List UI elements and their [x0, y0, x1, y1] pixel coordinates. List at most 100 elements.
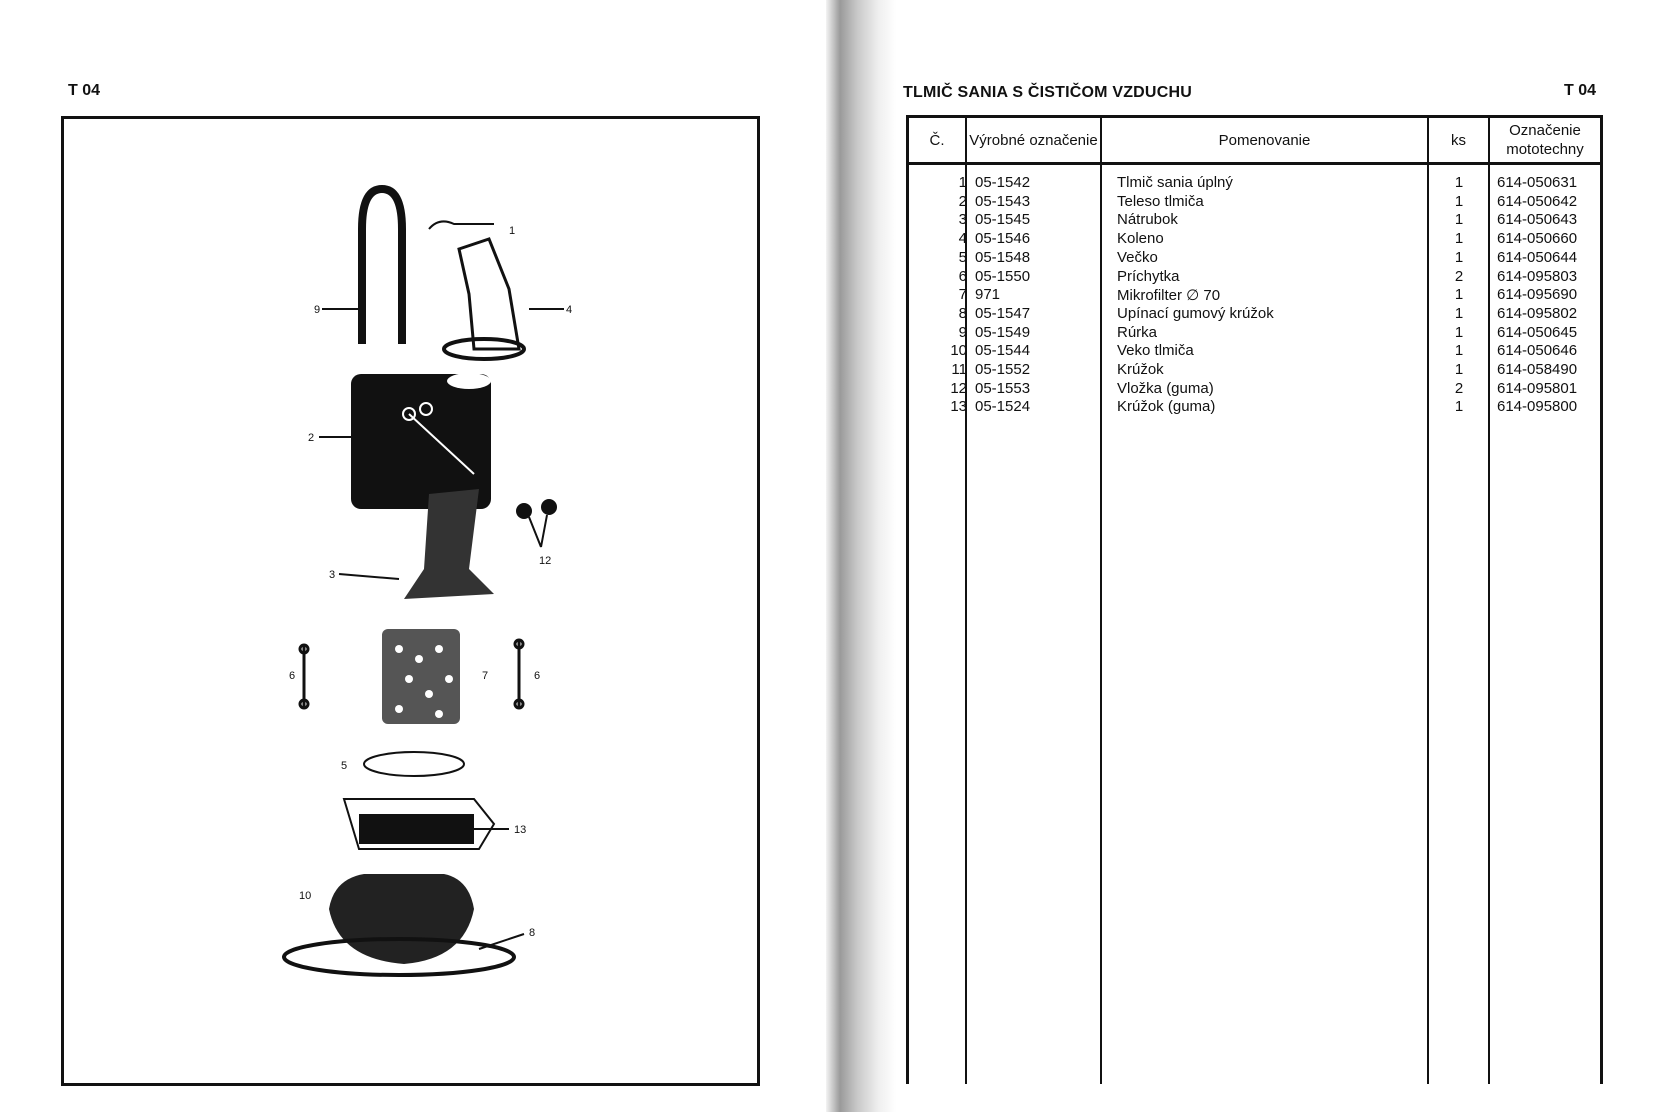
- quantity: 1: [1454, 361, 1464, 378]
- quantity: 1: [1454, 342, 1464, 360]
- table-row: 6 05-1550 Príchytka 2 614-095803: [909, 268, 1600, 287]
- part-name: Teleso tlmiča: [1117, 192, 1204, 210]
- item-number: 6: [958, 267, 967, 285]
- quantity: 2: [1454, 267, 1464, 285]
- header-number: Č.: [929, 131, 945, 149]
- mototechna-code: 614-095801: [1497, 379, 1578, 397]
- manufacturer-code: 05-1542: [975, 174, 1031, 191]
- right-page-code: T 04: [1564, 82, 1597, 99]
- diagram-label-4: 4: [566, 304, 572, 316]
- table-row: 13 05-1524 Krúžok (guma) 1 614-095800: [909, 398, 1600, 417]
- quantity: 1: [1454, 304, 1464, 322]
- item-number: 9: [958, 323, 967, 341]
- manufacturer-code: 05-1546: [975, 230, 1031, 248]
- page-title: TLMIČ SANIA S ČISTIČOM VZDUCHU: [903, 84, 1192, 101]
- table-row: 8 05-1547 Upínací gumový krúžok 1 614-095802: [909, 305, 1600, 324]
- part-name: Vložka (guma): [1117, 379, 1214, 397]
- mototechna-code: 614-050645: [1497, 323, 1578, 341]
- mototechna-code: 614-050660: [1497, 230, 1578, 248]
- book-gutter: [826, 0, 896, 1112]
- header-mototechna-code: Označenie mototechny: [1506, 122, 1584, 158]
- manufacturer-code: 05-1544: [975, 342, 1031, 360]
- part-name: Upínací gumový krúžok: [1117, 304, 1274, 322]
- quantity: 1: [1454, 323, 1464, 341]
- quantity: 1: [1454, 192, 1464, 210]
- diagram-label-10: 10: [299, 890, 311, 902]
- manufacturer-code: 05-1547: [975, 304, 1031, 322]
- quantity: 1: [1454, 398, 1464, 416]
- mototechna-code: 614-050646: [1497, 342, 1578, 360]
- item-number: 10: [950, 342, 967, 360]
- item-number: 13: [950, 398, 967, 416]
- mototechna-code: 614-095803: [1497, 267, 1578, 285]
- mototechna-code: 614-095690: [1497, 286, 1578, 304]
- part-name: Krúžok: [1117, 361, 1164, 378]
- quantity: 1: [1454, 286, 1464, 304]
- manufacturer-code: 05-1549: [975, 323, 1031, 341]
- diagram-label-6: 6: [289, 670, 295, 682]
- diagram-label-13: 13: [514, 824, 526, 836]
- air-filter-exploded-diagram: 1 9 4 2 12 3 6 7 6 5 13 10 8: [282, 184, 572, 977]
- mototechna-code: 614-050643: [1497, 211, 1578, 229]
- manufacturer-code: 05-1524: [975, 398, 1031, 416]
- mototechna-code: 614-095802: [1497, 304, 1578, 322]
- header-name: Pomenovanie: [1218, 131, 1311, 149]
- manufacturer-code: 05-1543: [975, 192, 1031, 210]
- mototechna-code: 614-058490: [1497, 361, 1578, 378]
- manufacturer-code: 05-1545: [975, 211, 1031, 229]
- diagram-label-8: 8: [529, 927, 535, 939]
- table-row: 11 05-1552 Krúžok 1 614-058490: [909, 361, 1600, 380]
- diagram-label-2: 2: [308, 432, 314, 444]
- manufacturer-code: 05-1553: [975, 379, 1031, 397]
- part-name: Koleno: [1117, 230, 1164, 248]
- part-name: Mikrofilter ∅ 70: [1117, 287, 1221, 305]
- diagram-label-12: 12: [539, 555, 551, 567]
- part-name: Tlmič sania úplný: [1117, 174, 1233, 191]
- item-number: 4: [958, 230, 967, 248]
- quantity: 2: [1454, 379, 1464, 397]
- table-row: 9 05-1549 Rúrka 1 614-050645: [909, 324, 1600, 343]
- manufacturer-code: 05-1552: [975, 361, 1031, 378]
- table-row: 2 05-1543 Teleso tlmiča 1 614-050642: [909, 193, 1600, 212]
- diagram-label-9: 9: [314, 304, 320, 316]
- diagram-label-1: 1: [509, 225, 515, 237]
- item-number: 7: [958, 286, 967, 304]
- item-number: 12: [950, 379, 967, 397]
- part-name: Nátrubok: [1117, 211, 1178, 229]
- table-row: 10 05-1544 Veko tlmiča 1 614-050646: [909, 342, 1600, 361]
- diagram-label-7: 7: [482, 670, 488, 682]
- table-row: 1 05-1542 Tlmič sania úplný 1 614-050631: [909, 174, 1600, 193]
- part-name: Veko tlmiča: [1117, 342, 1194, 360]
- manufacturer-code: 05-1550: [975, 267, 1031, 285]
- quantity: 1: [1454, 174, 1464, 191]
- diagram-label-5: 5: [341, 760, 347, 772]
- item-number: 1: [958, 174, 967, 191]
- table-row: 3 05-1545 Nátrubok 1 614-050643: [909, 211, 1600, 230]
- header-manufacturer-code: Výrobné označenie: [969, 131, 1098, 149]
- item-number: 2: [958, 192, 967, 210]
- item-number: 11: [951, 361, 967, 378]
- manufacturer-code: 05-1548: [975, 248, 1031, 266]
- mototechna-code: 614-095800: [1497, 398, 1578, 416]
- item-number: 3: [958, 211, 967, 229]
- item-number: 5: [958, 248, 967, 266]
- table-row: 7 971 Mikrofilter ∅ 70 1 614-095690: [909, 286, 1600, 305]
- mototechna-code: 614-050642: [1497, 192, 1578, 210]
- part-name: Príchytka: [1117, 267, 1180, 285]
- quantity: 1: [1454, 211, 1464, 229]
- left-page-code: T 04: [68, 82, 101, 99]
- table-row: 12 05-1553 Vložka (guma) 2 614-095801: [909, 380, 1600, 399]
- part-name: Večko: [1117, 248, 1158, 266]
- diagram-label-6b: 6: [534, 670, 540, 682]
- exploded-diagram-frame: 1 9 4 2 12 3 6 7 6 5 13 10 8: [61, 116, 760, 1086]
- part-name: Krúžok (guma): [1117, 398, 1216, 416]
- item-number: 8: [958, 304, 967, 322]
- parts-table: Č. Výrobné označenie Pomenovanie ks Ozna…: [906, 115, 1603, 1084]
- header-quantity: ks: [1451, 131, 1466, 149]
- manufacturer-code: 971: [975, 286, 1001, 304]
- part-name: Rúrka: [1117, 323, 1158, 341]
- mototechna-code: 614-050631: [1497, 174, 1578, 191]
- diagram-label-3: 3: [329, 569, 335, 581]
